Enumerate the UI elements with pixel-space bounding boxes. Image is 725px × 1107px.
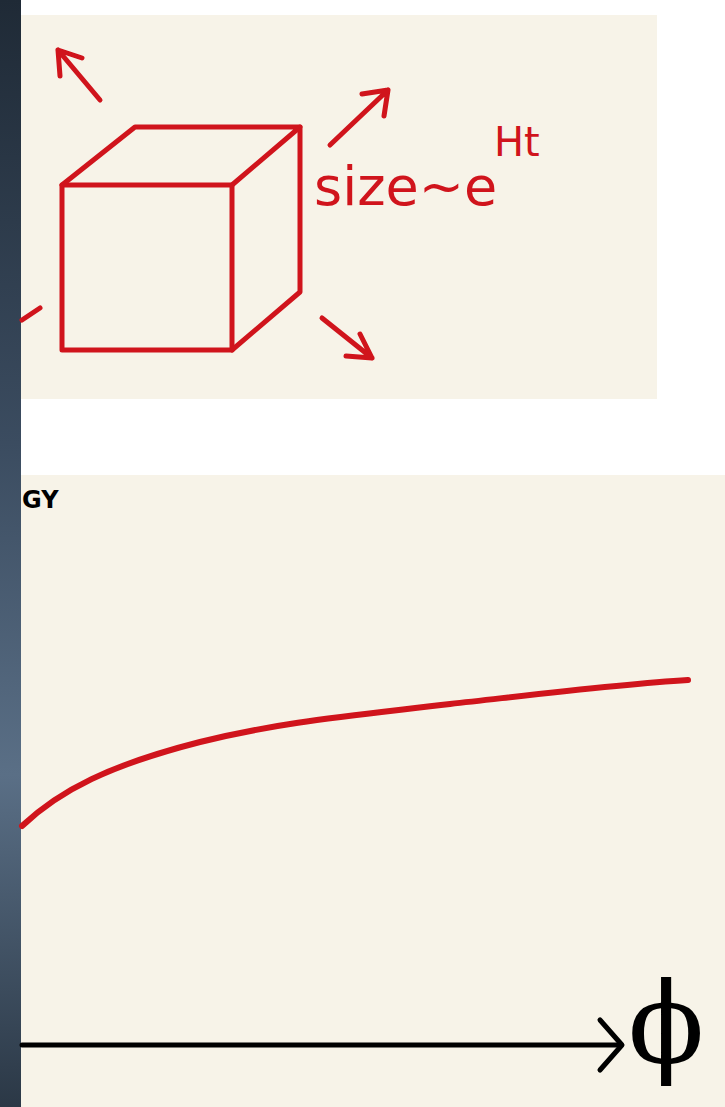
arrow xyxy=(330,90,388,145)
phi-axis xyxy=(22,1020,622,1070)
arrow xyxy=(322,318,372,358)
axis-arrowhead xyxy=(600,1020,622,1070)
axis-line xyxy=(22,1043,620,1048)
exponent-label: Ht xyxy=(494,122,540,162)
cube-side xyxy=(232,127,300,350)
cube-top xyxy=(62,127,300,185)
axis-symbol: ϕ xyxy=(628,968,704,1080)
potential-curve xyxy=(22,680,688,826)
size-label: size~e xyxy=(314,160,497,214)
expanding-cube xyxy=(62,127,300,350)
axis-title: GY xyxy=(22,488,59,512)
background-strip xyxy=(0,0,21,1107)
bottom-panel xyxy=(21,475,725,1107)
cube-front xyxy=(62,185,232,350)
arrow xyxy=(22,308,40,320)
arrow xyxy=(58,50,100,100)
